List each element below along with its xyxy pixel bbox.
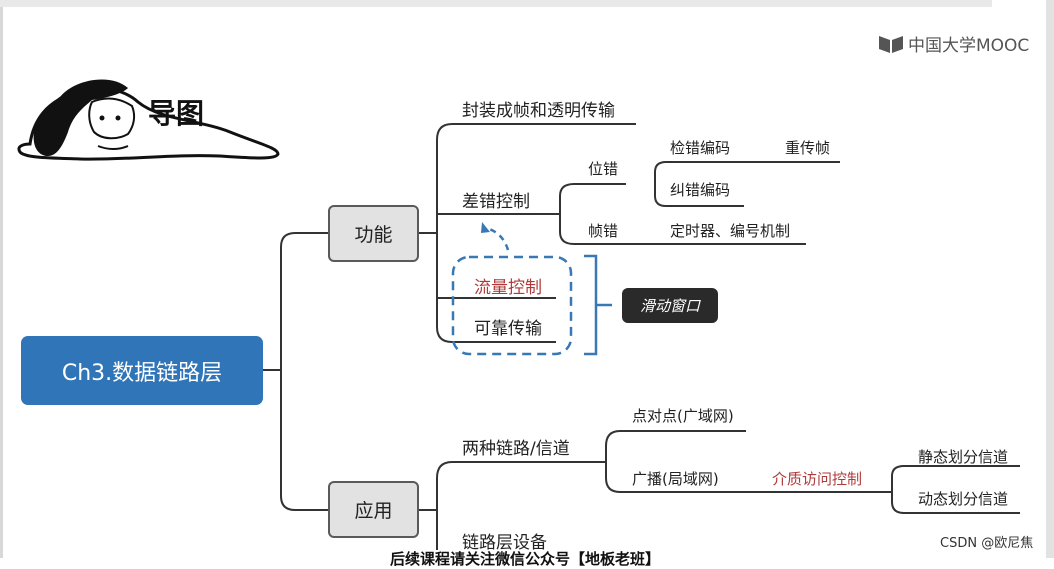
left-edge: [0, 7, 3, 558]
watermark: CSDN @欧尼焦: [940, 536, 1034, 551]
correct-coding-label: 纠错编码: [670, 181, 731, 199]
retransmit-label: 重传帧: [785, 139, 831, 157]
flow-control-label: 流量控制: [474, 278, 542, 298]
broadcast-label: 广播(局域网): [632, 470, 719, 488]
function-node: 功能: [328, 205, 419, 262]
frame-error-label: 帧错: [588, 222, 619, 240]
point-to-point-label: 点对点(广域网): [632, 407, 734, 425]
timer-label: 定时器、编号机制: [670, 222, 791, 240]
reliable-transfer-label: 可靠传输: [474, 319, 542, 339]
dynamic-channel-label: 动态划分信道: [918, 490, 1009, 508]
mooc-logo: 中国大学MOOC: [878, 30, 1029, 56]
logo-text: 中国大学MOOC: [908, 35, 1030, 56]
encapsulation-label: 封装成帧和透明传输: [462, 101, 615, 121]
application-node: 应用: [328, 481, 419, 538]
top-bar: [0, 0, 992, 7]
bit-error-label: 位错: [588, 160, 619, 178]
right-strip: [1046, 0, 1054, 558]
footer-caption: 后续课程请关注微信公众号【地板老班】: [390, 550, 661, 568]
root-node: Ch3.数据链路层: [21, 336, 263, 405]
sliding-window-node: 滑动窗口: [622, 288, 718, 323]
two-links-label: 两种链路/信道: [462, 439, 570, 459]
static-channel-label: 静态划分信道: [918, 448, 1009, 466]
mac-label: 介质访问控制: [772, 470, 863, 488]
cartoon-character: [17, 79, 280, 161]
error-control-label: 差错控制: [462, 192, 530, 212]
link-devices-label: 链路层设备: [462, 533, 547, 553]
mindmap-title: 导图: [148, 97, 205, 130]
detect-coding-label: 检错编码: [670, 139, 731, 157]
book-icon: [879, 36, 903, 53]
